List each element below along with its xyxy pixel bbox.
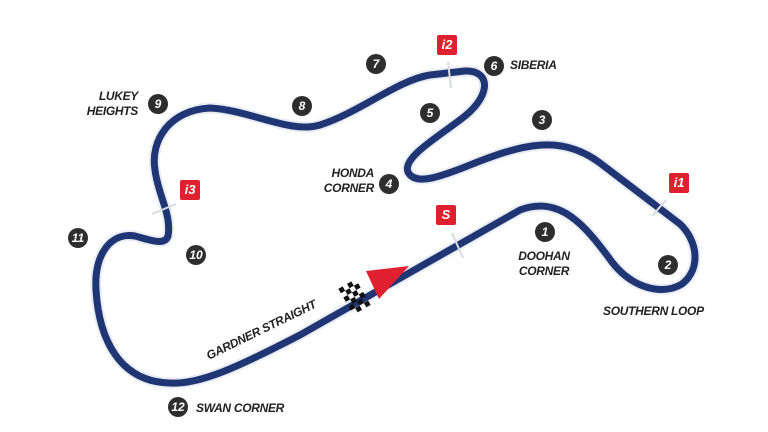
corner-9-badge: 9 bbox=[148, 94, 168, 114]
sector-line-s bbox=[451, 232, 464, 259]
corner-11-badge: 11 bbox=[68, 228, 88, 248]
sector-marker-i1: i1 bbox=[669, 173, 689, 193]
doohan-corner-label: DOOHAN CORNER bbox=[512, 249, 576, 279]
checkered-flag-icon bbox=[338, 281, 371, 313]
honda-corner-line-2: CORNER bbox=[323, 181, 375, 195]
track-outline bbox=[90, 65, 701, 389]
corner-5-badge: 5 bbox=[420, 103, 440, 123]
corner-4-badge: 4 bbox=[379, 174, 399, 194]
swan-corner-label: SWAN CORNER bbox=[196, 401, 285, 415]
corner-10-badge: 10 bbox=[186, 245, 206, 265]
lukey-heights-line-1: LUKEY bbox=[98, 89, 138, 103]
corner-7-badge: 7 bbox=[366, 54, 386, 74]
sector-line-i3 bbox=[151, 203, 177, 215]
lukey-heights-label: LUKEY HEIGHTS bbox=[82, 89, 139, 119]
doohan-corner-line-2: CORNER bbox=[518, 264, 570, 278]
corner-6-badge: 6 bbox=[484, 56, 504, 76]
track bbox=[92, 67, 699, 387]
corner-8-badge: 8 bbox=[292, 96, 312, 116]
sector-marker-start: S bbox=[436, 205, 456, 225]
corner-1-badge: 1 bbox=[535, 222, 555, 242]
honda-corner-line-1: HONDA bbox=[331, 166, 375, 180]
corner-2-badge: 2 bbox=[658, 255, 678, 275]
doohan-corner-line-1: DOOHAN bbox=[518, 249, 570, 263]
sector-line-i2 bbox=[447, 61, 452, 89]
honda-corner-label: HONDA CORNER bbox=[318, 166, 375, 196]
sector-marker-i2: i2 bbox=[437, 35, 457, 55]
lukey-heights-line-2: HEIGHTS bbox=[86, 104, 139, 118]
sector-line-i1 bbox=[651, 199, 667, 217]
corner-12-badge: 12 bbox=[168, 397, 188, 417]
direction-arrow-icon bbox=[366, 266, 409, 299]
southern-loop-label: SOUTHERN LOOP bbox=[603, 304, 704, 318]
sector-marker-i3: i3 bbox=[180, 180, 200, 200]
corner-3-badge: 3 bbox=[532, 110, 552, 130]
siberia-label: SIBERIA bbox=[510, 58, 557, 72]
